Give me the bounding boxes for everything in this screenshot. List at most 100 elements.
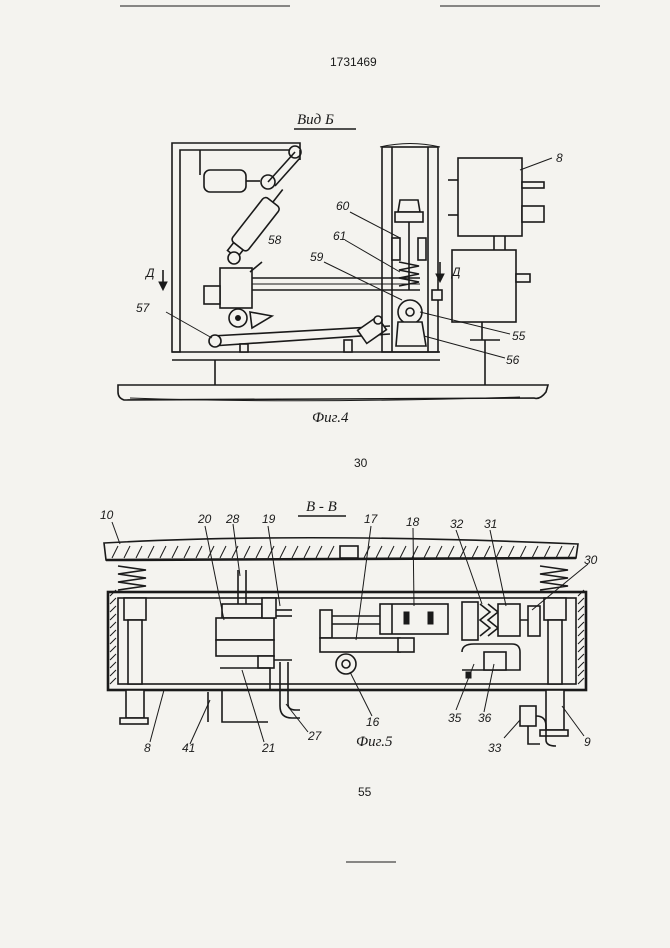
- top-plate: [103, 536, 579, 561]
- leader-35: [455, 663, 475, 711]
- top-plate-edge: [105, 556, 577, 562]
- follower-56: [395, 321, 427, 347]
- carriage-side: [203, 285, 221, 305]
- sensor-33: [519, 705, 537, 727]
- bracket-21: [220, 667, 271, 690]
- label-60: 60: [336, 199, 350, 213]
- label-31: 31: [484, 517, 497, 531]
- column-break: [379, 143, 441, 148]
- label-59: 59: [310, 250, 324, 264]
- bushing: [391, 237, 401, 261]
- bushing: [417, 237, 427, 261]
- label-56: 56: [506, 353, 520, 367]
- label-58: 58: [268, 233, 282, 247]
- figure-4: Вид Б: [117, 112, 563, 426]
- post-base-right: [539, 729, 569, 737]
- leader-36: [483, 663, 495, 713]
- block-31: [497, 603, 521, 637]
- post-base-left: [119, 717, 149, 725]
- leader-28: [232, 523, 241, 577]
- leader-21: [241, 669, 265, 743]
- drive-box: [451, 249, 517, 323]
- label-55: 55: [512, 329, 526, 343]
- block-32: [461, 601, 479, 641]
- wall-hatch-right: [577, 589, 585, 685]
- stop: [239, 343, 249, 353]
- fig5-view-title: В - В: [306, 499, 337, 515]
- post-cap-left: [123, 597, 147, 621]
- leader-30: [531, 563, 589, 611]
- section-arrow-right: [435, 273, 445, 284]
- mount-17: [319, 609, 333, 639]
- label-32: 32: [450, 517, 464, 531]
- right-column: [381, 146, 439, 353]
- label-30: 30: [584, 553, 598, 567]
- spring-32: [478, 603, 492, 637]
- small-block: [431, 289, 443, 301]
- valve-foot: [397, 637, 415, 653]
- spring-61: [398, 261, 420, 287]
- label-20: 20: [197, 512, 212, 526]
- section-mark-left: Д: [144, 266, 155, 280]
- fig5-caption: Фиг.5: [356, 734, 393, 750]
- base-hatch: [129, 396, 521, 402]
- wheel-hub: [341, 659, 351, 669]
- leader-61: [344, 239, 401, 273]
- label-9: 9: [584, 735, 591, 749]
- leader-20: [204, 525, 225, 621]
- block-20: [215, 617, 275, 641]
- valve-mark: [427, 611, 434, 625]
- leader-18: [412, 527, 415, 607]
- label-35: 35: [448, 711, 462, 725]
- block-lower: [215, 639, 275, 657]
- leader-57: [165, 311, 213, 339]
- label-19: 19: [262, 512, 276, 526]
- cam-plate: [249, 311, 275, 330]
- leader-9: [561, 705, 585, 737]
- plate-block: [339, 545, 359, 559]
- label-27: 27: [307, 729, 323, 743]
- label-41: 41: [182, 741, 195, 755]
- leader-17: [355, 525, 372, 641]
- label-57: 57: [136, 301, 151, 315]
- block-36: [483, 651, 507, 671]
- plunger-head: [397, 199, 421, 213]
- wall-hatch-left: [109, 589, 117, 685]
- motor-8: [457, 157, 523, 237]
- valve-18: [379, 603, 449, 635]
- label-8: 8: [556, 151, 563, 165]
- leader-10: [111, 521, 121, 545]
- leader-16: [349, 671, 373, 717]
- rod-27: [279, 662, 300, 719]
- stop: [343, 339, 353, 353]
- motor-shaft: [521, 181, 545, 189]
- leader-8: [149, 689, 165, 743]
- label-17: 17: [364, 512, 379, 526]
- link-arm: [274, 157, 301, 187]
- page-number-bottom: 55: [358, 785, 372, 799]
- post-left: [127, 619, 143, 685]
- sensor-cable: [527, 726, 540, 745]
- nut-lower: [257, 655, 275, 669]
- spring-left: [117, 565, 147, 591]
- leader-59: [323, 261, 403, 301]
- yoke: [221, 603, 263, 619]
- label-8: 8: [144, 741, 151, 755]
- page-number-left: 30: [354, 456, 368, 470]
- sensor-arm: [535, 715, 557, 747]
- leader-27: [285, 703, 309, 733]
- leader-60: [349, 211, 401, 239]
- section-mark-right: Д: [450, 265, 461, 279]
- base-plate: [117, 384, 550, 401]
- link-arm: [267, 151, 296, 183]
- label-36: 36: [478, 711, 492, 725]
- post-right: [547, 619, 563, 685]
- fig4-view-title: Вид Б: [297, 112, 334, 128]
- label-33: 33: [488, 741, 502, 755]
- carriage-block: [219, 267, 253, 309]
- box-shaft: [515, 273, 531, 283]
- leader-41: [189, 699, 211, 745]
- cam-35: [461, 643, 521, 671]
- roller-axle: [235, 315, 241, 321]
